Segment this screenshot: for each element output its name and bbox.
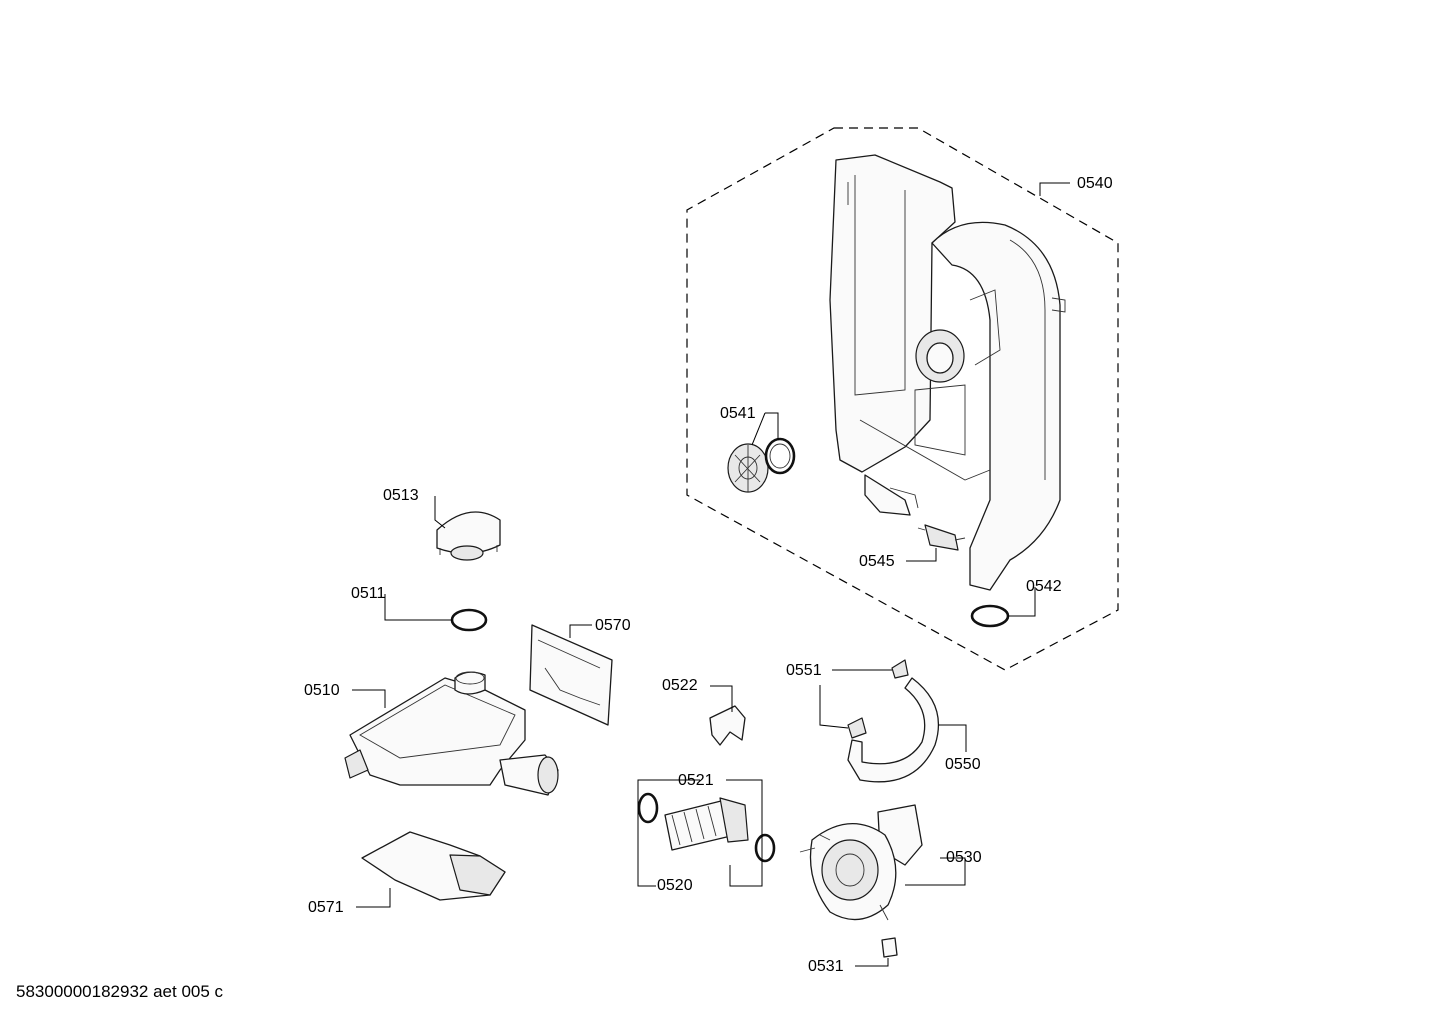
label-0551: 0551 <box>786 662 822 679</box>
document-id: 58300000182932 aet 005 c <box>16 982 224 1001</box>
assembly-boundary <box>686 127 1119 671</box>
label-0571: 0571 <box>308 899 344 916</box>
clamps-0551 <box>847 659 909 739</box>
label-0510: 0510 <box>304 682 340 699</box>
label-0530: 0530 <box>946 849 982 866</box>
sump-housing-0540 <box>829 154 1066 591</box>
filter-0520 <box>637 792 776 863</box>
plate-0570 <box>529 624 613 726</box>
label-0540: 0540 <box>1077 175 1113 192</box>
hose-0550 <box>847 677 940 783</box>
impeller-0541 <box>727 437 796 493</box>
clip-0522 <box>709 705 746 746</box>
cap-0513 <box>436 511 501 561</box>
label-0520: 0520 <box>657 877 693 894</box>
label-0542: 0542 <box>1026 578 1062 595</box>
foil-0571 <box>361 831 506 901</box>
sensor-0545 <box>917 524 966 551</box>
label-0570: 0570 <box>595 617 631 634</box>
label-0545: 0545 <box>859 553 895 570</box>
label-0522: 0522 <box>662 677 698 694</box>
seal-0542 <box>970 604 1010 628</box>
part-0531 <box>881 937 898 958</box>
label-0541: 0541 <box>720 405 756 422</box>
label-0531: 0531 <box>808 958 844 975</box>
leader-lines <box>352 182 1070 967</box>
label-0521: 0521 <box>678 772 714 789</box>
ring-0511 <box>450 608 488 632</box>
label-0550: 0550 <box>945 756 981 773</box>
label-0511: 0511 <box>351 585 386 602</box>
container-0510 <box>344 671 559 796</box>
pump-0530 <box>799 804 923 921</box>
label-0513: 0513 <box>383 487 419 504</box>
